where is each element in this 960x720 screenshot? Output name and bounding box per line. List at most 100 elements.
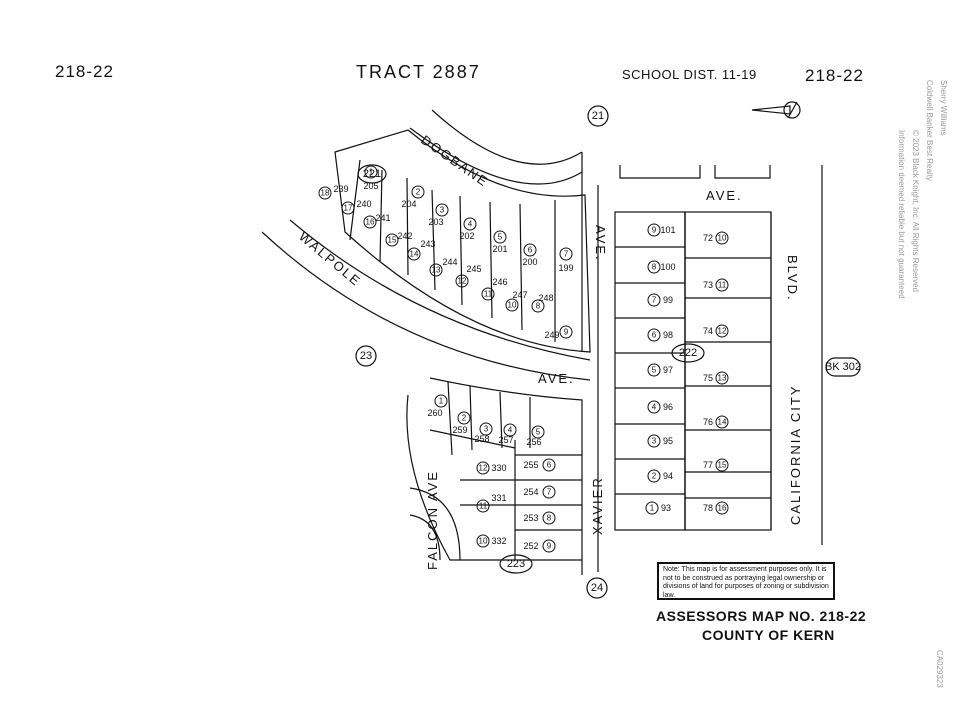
south-lot-circle [542,458,556,472]
west-bottom-lot-number: 14 [410,250,419,259]
west-bottom-lot-circle [559,325,573,339]
center-parcel-number: 99 [663,295,673,305]
walpole-north-edge [289,219,591,361]
east-parcel-number: 78 [703,503,713,513]
center-lot-circle [647,434,661,448]
assessors-map-number: ASSESSORS MAP NO. 218-22 [656,608,867,624]
west-top-lot-number: 3 [440,206,445,215]
east-lot-lines [685,257,771,499]
west-top-parcel-number: 199 [558,263,573,273]
west-bottom-parcel-number: 243 [420,239,435,249]
west-top-parcel-number: 202 [459,231,474,241]
county-name: COUNTY OF KERN [702,627,835,643]
side-text-copyright: © 2023 Black Knight, Inc. All Rights Res… [911,130,920,292]
west-top-parcel-number: 200 [522,257,537,267]
west-bottom-lot-number: 8 [536,302,541,311]
west-top-lot-circle [559,247,573,261]
east-parcel-number: 77 [703,460,713,470]
south-lot-number: 6 [547,461,552,470]
center-lot-circle [647,328,661,342]
south-lot-circle [476,499,490,513]
south-lot-circle [531,425,545,439]
south-lot-number: 4 [508,426,513,435]
south-lot-lines [460,440,582,560]
east-lot-circle [715,458,729,472]
east-lot-circle [715,278,729,292]
south-parcel-number: 259 [452,425,467,435]
south-lot-number: 1 [439,397,444,406]
east-parcel-number: 76 [703,417,713,427]
west-bottom-lot-number: 9 [564,328,569,337]
center-lot-circle [647,400,661,414]
south-lot-number: 5 [536,428,541,437]
street-ave-mid-label: AVE. [538,371,575,386]
east-lot-circle [715,324,729,338]
west-bottom-lot-circle [455,274,469,288]
block-221-outline [334,129,591,353]
west-bottom-lot-number: 10 [508,301,517,310]
west-top-lot-number: 6 [528,246,533,255]
west-bottom-lot-circle [385,233,399,247]
street-falcon-label: FALCON AVE [425,470,440,570]
west-top-lot-circle [435,203,449,217]
south-lot-number: 3 [484,425,489,434]
east-lot-number: 14 [718,418,727,427]
east-lot-circle [715,231,729,245]
west-bottom-parcel-number: 239 [333,184,348,194]
west-bottom-lot-circle [407,247,421,261]
street-dogbane-label: DOGBANE [418,132,491,190]
center-lot-number: 3 [652,437,657,446]
school-district: SCHOOL DIST. 11-19 [622,67,757,82]
south-parcel-number: 260 [427,408,442,418]
west-bottom-parcel-number: 245 [466,264,481,274]
south-parcel-number: 331 [491,493,506,503]
south-parcel-number: 253 [523,513,538,523]
book-302: BK 302 [825,361,861,373]
center-parcel-number: 94 [663,471,673,481]
east-lot-number: 13 [718,374,727,383]
street-blvd-label: BLVD. [785,255,800,302]
west-bottom-parcel-number: 248 [538,293,553,303]
south-parcel-number: 332 [491,536,506,546]
south-lot-circle [503,423,517,437]
east-lot-number: 11 [718,281,727,290]
side-text-brokerage: Coldwell Banker Best Realty [925,80,934,181]
west-bottom-lot-circle [363,215,377,229]
east-lot-number: 16 [718,504,727,513]
west-top-lot-number: 5 [498,233,503,242]
south-lot-number: 8 [547,514,552,523]
block-223-outline [429,377,583,575]
south-lot-number: 12 [479,464,488,473]
street-ave-vert-label: AVE. [593,225,608,262]
south-lot-number: 7 [547,488,552,497]
west-top-parcel-number: 201 [492,244,507,254]
block-223: 223 [507,558,525,570]
east-lot-circle [715,371,729,385]
east-parcel-number: 73 [703,280,713,290]
center-parcel-number: 95 [663,436,673,446]
dogbane-north-edge [431,109,583,165]
south-lot-circle [542,485,556,499]
south-lot-circle [457,411,471,425]
west-bottom-lot-circle [531,299,545,313]
center-parcel-number: 100 [660,262,675,272]
center-lot-number: 5 [652,366,657,375]
block-24: 24 [591,582,603,594]
west-bottom-lot-number: 18 [321,189,330,198]
west-top-lot-number: 1 [369,168,374,177]
assessment-note: Note: This map is for assessment purpose… [657,562,835,600]
map-number-left: 218-22 [55,62,114,81]
west-bottom-lot-circle [481,287,495,301]
side-text-disclaimer: Information deemed reliable but not guar… [897,130,906,299]
west-bottom-parcel-number: 249 [544,330,559,340]
south-lot-circle [542,511,556,525]
south-lot-circle [476,534,490,548]
west-bottom-lot-number: 17 [344,204,353,213]
map-number-right: 218-22 [805,66,864,85]
block-23: 23 [360,350,372,362]
block-222: 222 [679,347,697,359]
west-bottom-parcel-number: 244 [442,257,457,267]
center-lot-number: 7 [652,296,657,305]
west-bottom-lot-circle [505,298,519,312]
